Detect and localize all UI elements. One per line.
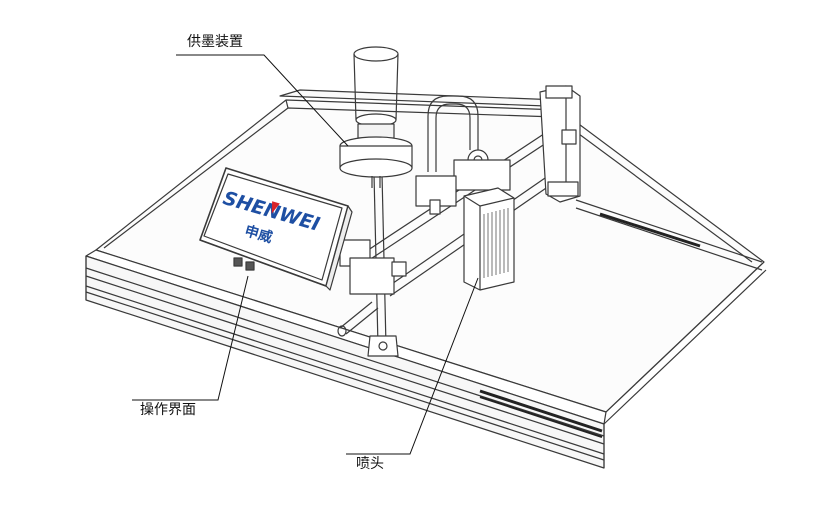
right-upright xyxy=(539,85,581,203)
ink-supply-unit xyxy=(339,46,413,188)
carriage-clamp xyxy=(415,149,511,215)
ink-tube xyxy=(427,95,479,172)
left-post xyxy=(339,173,407,357)
operation-interface-label: 操作界面 xyxy=(140,402,196,418)
print-head-label: 喷头 xyxy=(356,456,384,472)
leader-line-ink-supply xyxy=(176,54,349,147)
front-rail xyxy=(85,249,607,469)
leader-line-print-head xyxy=(346,277,479,455)
leader-line-operation-interface xyxy=(132,275,249,401)
right-rail xyxy=(575,199,767,425)
ink-supply-label: 供墨装置 xyxy=(187,34,243,50)
print-head-body xyxy=(463,187,515,291)
operation-panel xyxy=(199,167,353,291)
